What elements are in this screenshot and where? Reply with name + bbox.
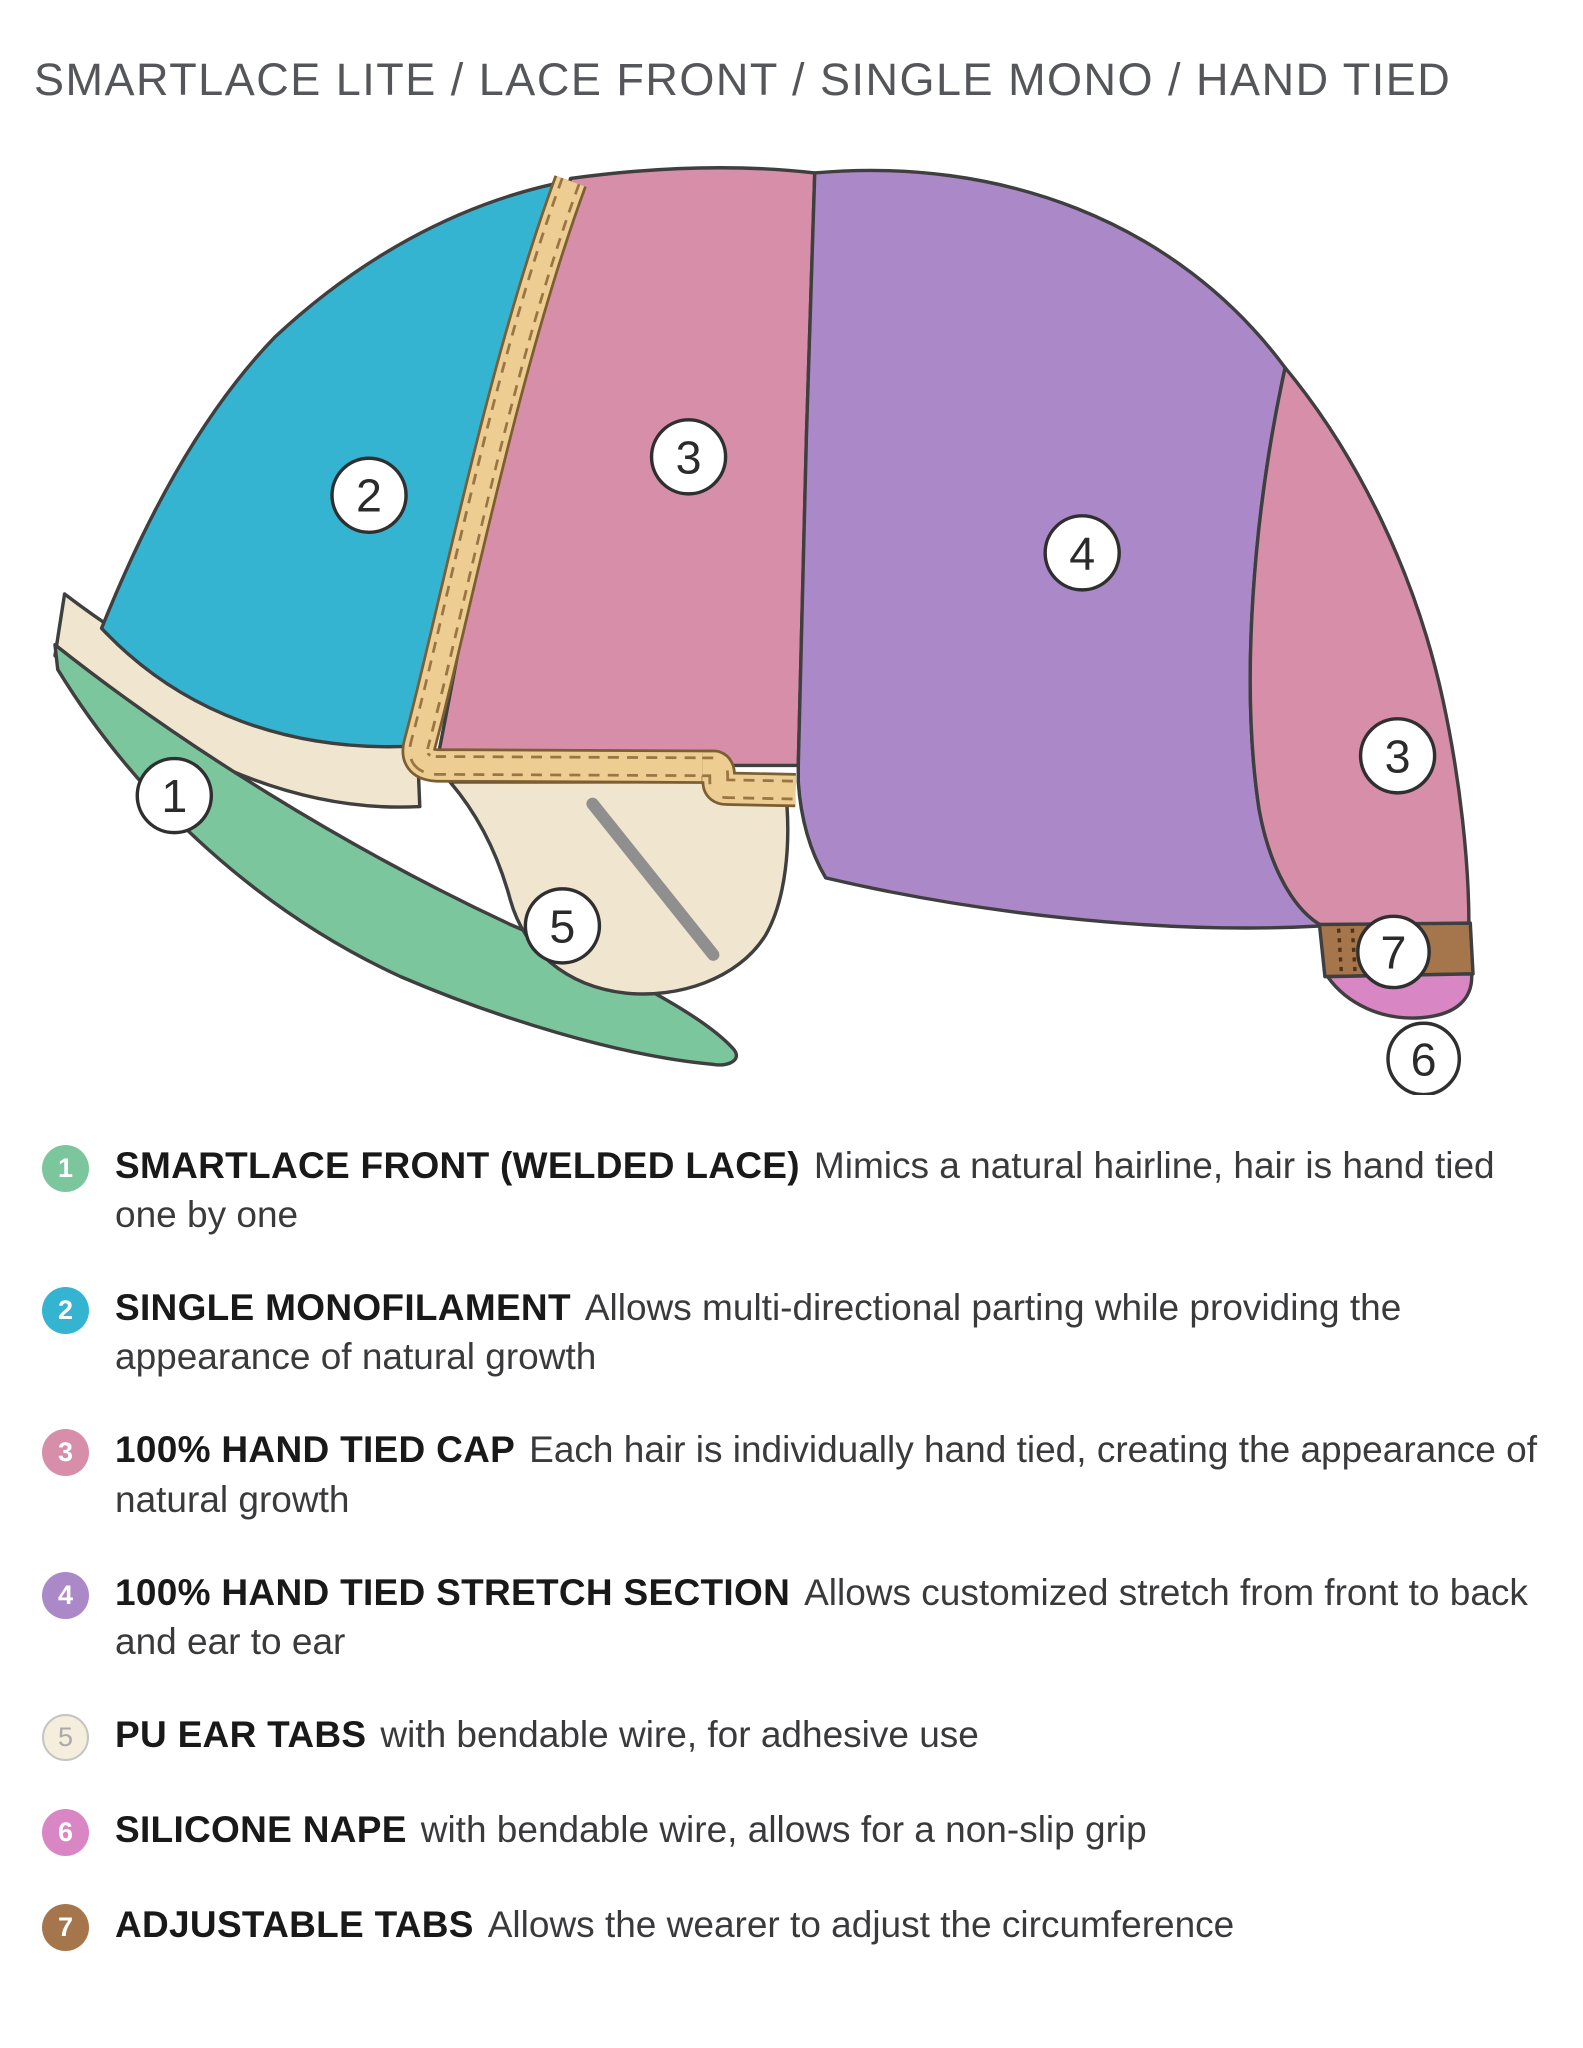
legend-bullet-4: 4 [42,1571,89,1619]
svg-text:6: 6 [1411,1033,1437,1085]
svg-text:7: 7 [1381,926,1407,978]
legend-label-5: PU EAR TABS [115,1714,367,1756]
marker-2: 2 [330,456,408,534]
region-hand-tied-cap-back [1248,365,1471,928]
svg-text:4: 4 [1069,527,1095,579]
legend-bullet-5: 5 [42,1714,89,1762]
marker-4: 4 [1043,514,1121,592]
legend-description-5: with bendable wire, for adhesive use [380,1714,979,1756]
legend-description-2: Allows multi-directional parting while p… [115,1286,1402,1378]
wig-cap-diagram: 1 2 3 4 3 5 7 [44,162,1484,1095]
legend-bullet-2: 2 [42,1286,89,1334]
marker-3-back: 3 [1358,717,1437,795]
legend-text-7: ADJUSTABLE TABS Allows the wearer to adju… [115,1900,1234,1949]
legend-label-1: SMARTLACE FRONT (WELDED LACE) [115,1144,800,1186]
ear-tab-wire [586,797,720,961]
adjustable-tab-stitches [1336,928,1357,973]
legend-bullet-7: 7 [42,1904,89,1952]
legend-description-1: Mimics a natural hairline, hair is hand … [115,1144,1495,1235]
svg-text:5: 5 [549,900,575,952]
legend-description-7: Allows the wearer to adjust the circumfe… [487,1904,1235,1946]
marker-1: 1 [135,756,214,835]
lace-strip-step [697,749,796,808]
legend-bullet-6: 6 [42,1809,89,1857]
marker-3-front: 3 [649,418,728,496]
legend-label-6: SILICONE NAPE [115,1809,407,1851]
region-silicone-nape [1325,972,1474,1020]
legend-description-6: with bendable wire, allows for a non-sli… [420,1809,1147,1851]
page-title: SMARTLACE LITE / LACE FRONT / SINGLE MON… [34,54,1452,105]
legend-item-7: 7 ADJUSTABLE TABS Allows the wearer to ad… [42,1900,1543,1952]
svg-text:3: 3 [1385,730,1411,782]
svg-text:1: 1 [161,770,187,822]
svg-text:3: 3 [676,431,702,483]
legend-description-4: Allows customized stretch from front to … [115,1571,1528,1662]
lace-strip [401,175,715,784]
legend-label-7: ADJUSTABLE TABS [115,1904,474,1946]
svg-text:2: 2 [356,470,382,522]
legend-label-3: 100% HAND TIED CAP [115,1429,516,1471]
legend-item-6: 6 SILICONE NAPE with bendable wire, allow… [42,1805,1543,1857]
legend-description-3: Each hair is individually hand tied, cre… [115,1429,1538,1520]
legend-label-4: 100% HAND TIED STRETCH SECTION [115,1571,791,1613]
legend-text-1: SMARTLACE FRONT (WELDED LACE)Mimics a na… [115,1141,1543,1239]
legend-item-1: 1 SMARTLACE FRONT (WELDED LACE)Mimics a … [42,1141,1543,1239]
legend-text-6: SILICONE NAPE with bendable wire, allows … [115,1805,1147,1854]
legend-item-5: 5 PU EAR TABS with bendable wire, for adh… [42,1710,1543,1762]
legend-bullet-3: 3 [42,1429,89,1477]
legend-text-5: PU EAR TABS with bendable wire, for adhes… [115,1710,979,1759]
legend-label-2: SINGLE MONOFILAMENT [115,1286,571,1328]
legend-bullet-1: 1 [42,1144,89,1192]
marker-7: 7 [1356,914,1431,990]
marker-6: 6 [1386,1021,1462,1095]
marker-5: 5 [523,887,602,965]
legend: 1 SMARTLACE FRONT (WELDED LACE)Mimics a … [42,1141,1543,1952]
